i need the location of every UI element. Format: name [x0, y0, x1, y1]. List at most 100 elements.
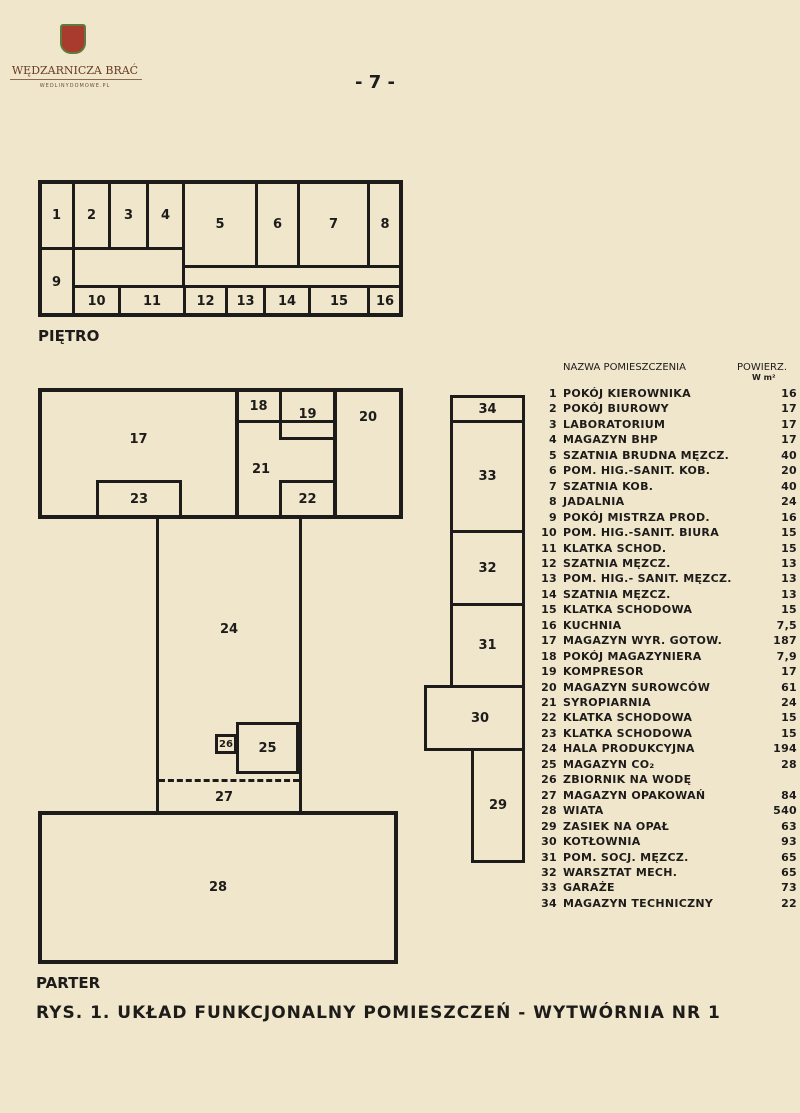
room-29: 29 [471, 748, 525, 863]
legend-area: 15 [781, 603, 797, 617]
room-26: 26 [215, 734, 237, 754]
legend-area: 17 [781, 433, 797, 447]
legend-area: 65 [781, 850, 797, 864]
legend-room-name: JADALNIA [563, 495, 625, 509]
legend-number: 25 [541, 757, 557, 771]
legend-room-name: ZASIEK NA OPAŁ [563, 819, 670, 833]
logo-brand: WĘDZARNICZA BRAĆ [11, 64, 139, 77]
legend-room-name: SZATNIA KOB. [563, 479, 654, 493]
room-15: 15 [308, 285, 370, 317]
legend-area: 40 [781, 448, 797, 462]
legend-area: 16 [781, 387, 797, 400]
room-5: 5 [182, 180, 258, 268]
legend-number: 14 [541, 587, 557, 601]
legend-room-name: POM. HIG.- SANIT. MĘZCZ. [563, 572, 732, 586]
legend-room-name: KLATKA SCHODOWA [563, 711, 693, 725]
legend-area: 540 [773, 804, 797, 818]
legend-area: 13 [781, 572, 797, 586]
legend-room-name: POKÓJ MAGAZYNIERA [563, 649, 702, 663]
legend-header-name: NAZWA POMIESZCZENIA [563, 362, 686, 373]
legend-room-name: SZATNIA BRUDNA MĘZCZ. [563, 448, 730, 462]
legend-area: 15 [781, 526, 797, 540]
page-number: - 7 - [355, 72, 395, 93]
legend-row: 5 SZATNIA BRUDNA MĘZCZ. 40 [535, 449, 797, 462]
room-6: 6 [255, 180, 300, 268]
legend-row: 12 SZATNIA MĘZCZ. 13 [535, 557, 797, 570]
legend-area: 13 [781, 556, 797, 570]
figure-caption: RYS. 1. UKŁAD FUNKCJONALNY POMIESZCZEŃ -… [36, 1003, 721, 1023]
legend-row: 28 WIATA 540 [535, 804, 797, 817]
legend-area: 20 [781, 464, 797, 478]
legend-area: 13 [781, 587, 797, 601]
legend-number: 8 [549, 495, 557, 509]
legend-number: 15 [541, 603, 557, 617]
room-12: 12 [183, 285, 228, 317]
legend-number: 19 [541, 665, 557, 679]
room-23: 23 [96, 480, 182, 519]
crest-icon [60, 24, 86, 54]
room-25: 25 [236, 722, 299, 774]
legend-number: 33 [541, 881, 557, 895]
legend-room-name: KOMPRESOR [563, 665, 644, 679]
legend-area: 63 [781, 819, 797, 833]
legend-room-name: POM. HIG.-SANIT. BIURA [563, 526, 720, 540]
ground-floor-label: PARTER [36, 974, 101, 992]
legend-number: 9 [549, 510, 557, 524]
room-30: 30 [424, 685, 525, 751]
legend-area: 24 [781, 696, 797, 709]
legend-number: 7 [549, 479, 557, 493]
legend-room-name: KLATKA SCHODOWA [563, 726, 693, 740]
legend-number: 34 [541, 896, 557, 910]
legend-number: 11 [541, 541, 557, 555]
room-16: 16 [367, 285, 403, 317]
legend-number: 28 [541, 804, 557, 818]
legend-room-name: POM. SOCJ. MĘZCZ. [563, 850, 689, 864]
legend-number: 1 [549, 387, 557, 400]
legend-area: 28 [781, 757, 797, 771]
legend-number: 32 [541, 865, 557, 879]
room-20: 20 [333, 388, 403, 519]
room-1: 1 [38, 180, 75, 250]
legend-area [765, 773, 797, 786]
legend-room-name: GARAŻE [563, 881, 615, 895]
legend-room-name: LABORATORIUM [563, 417, 666, 431]
legend-room-name: POKÓJ MISTRZA PROD. [563, 510, 710, 524]
logo-divider [10, 79, 142, 80]
logo: WĘDZARNICZA BRAĆ WEDLINYDOMOWE.PL [0, 0, 150, 100]
legend-number: 12 [541, 556, 557, 570]
room-8: 8 [367, 180, 403, 268]
room-3: 3 [108, 180, 149, 250]
room-14: 14 [263, 285, 311, 317]
room-4: 4 [146, 180, 185, 250]
room-7: 7 [297, 180, 370, 268]
legend-number: 5 [549, 448, 557, 462]
room-34: 34 [450, 395, 525, 423]
legend-header-unit: W m² [752, 373, 776, 382]
legend-row: 31 POM. SOCJ. MĘZCZ. 65 [535, 851, 797, 864]
legend-room-name: POM. HIG.-SANIT. KOB. [563, 464, 711, 478]
legend-number: 29 [541, 819, 557, 833]
legend-room-name: SZATNIA MĘZCZ. [563, 556, 671, 570]
legend-room-name: KUCHNIA [563, 618, 622, 632]
legend-room-name: ZBIORNIK NA WODĘ [563, 773, 692, 787]
legend-area: 84 [781, 788, 797, 802]
legend-row: 29 ZASIEK NA OPAŁ 63 [535, 820, 797, 833]
legend-number: 31 [541, 850, 557, 864]
legend-room-name: WIATA [563, 804, 604, 818]
legend-area: 7,5 [776, 618, 797, 632]
legend-area: 17 [781, 402, 797, 416]
